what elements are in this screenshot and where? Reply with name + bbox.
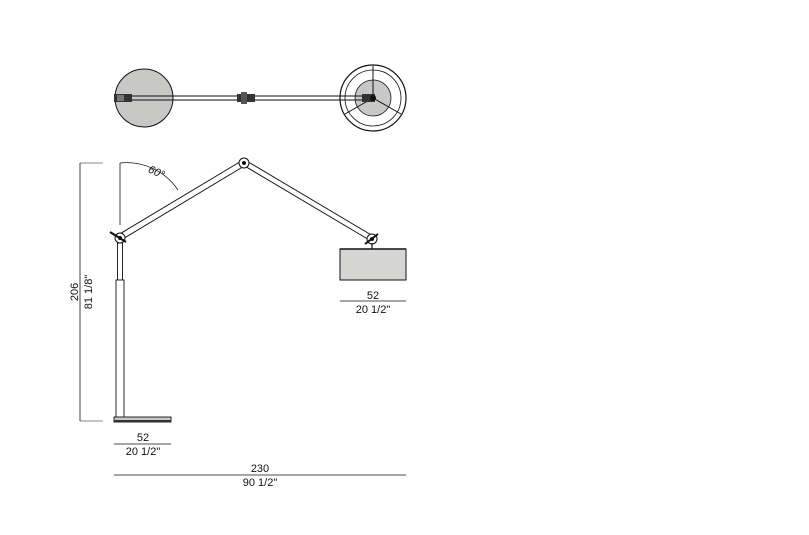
joint-head	[364, 233, 379, 245]
dimension-total-reach: 230 90 1/2"	[114, 463, 406, 489]
base-width-imperial: 20 1/2"	[126, 446, 161, 458]
base-plate-edge	[114, 420, 171, 422]
shade-width-imperial: 20 1/2"	[356, 304, 391, 316]
shade-width-metric: 52	[367, 290, 379, 302]
pole-upper	[117, 242, 123, 281]
height-metric: 206	[69, 283, 81, 301]
angle-label: 60°	[146, 164, 167, 182]
total-reach-imperial: 90 1/2"	[243, 477, 278, 489]
top-view-joint-middle	[237, 92, 255, 104]
joint-elbow	[238, 157, 250, 169]
top-view	[114, 64, 407, 132]
top-view-joint-base	[114, 94, 132, 102]
height-imperial: 81 1/8"	[83, 275, 95, 310]
arm-lower-segment	[117, 159, 247, 241]
dimension-shade-width: 52 20 1/2"	[340, 290, 406, 316]
base-width-metric: 52	[137, 432, 149, 444]
side-view: 60°	[109, 157, 407, 423]
total-reach-metric: 230	[251, 463, 269, 475]
joint-base	[109, 231, 127, 244]
top-view-joint-head	[362, 94, 376, 102]
dimension-height: 206 81 1/8"	[69, 162, 103, 422]
angle-arc	[119, 162, 179, 191]
pole-lower	[115, 279, 125, 419]
lamp-shade	[339, 248, 407, 281]
arm-upper-segment	[242, 159, 374, 242]
dimension-base-width: 52 20 1/2"	[114, 432, 171, 458]
